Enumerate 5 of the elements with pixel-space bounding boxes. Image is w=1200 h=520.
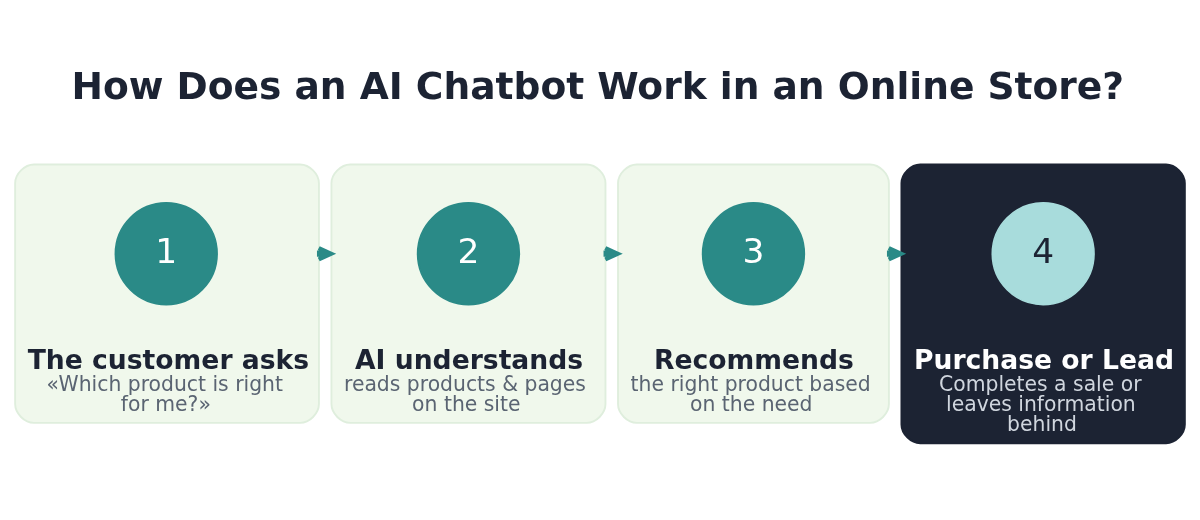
node-circle: 1 (114, 202, 218, 306)
diagram-title: How Does an AI Chatbot Work in an Online Store? (71, 64, 1125, 109)
node-circle: 2 (416, 202, 521, 306)
node-circle: 4 (991, 202, 1095, 306)
node-circle: 3 (701, 202, 806, 306)
